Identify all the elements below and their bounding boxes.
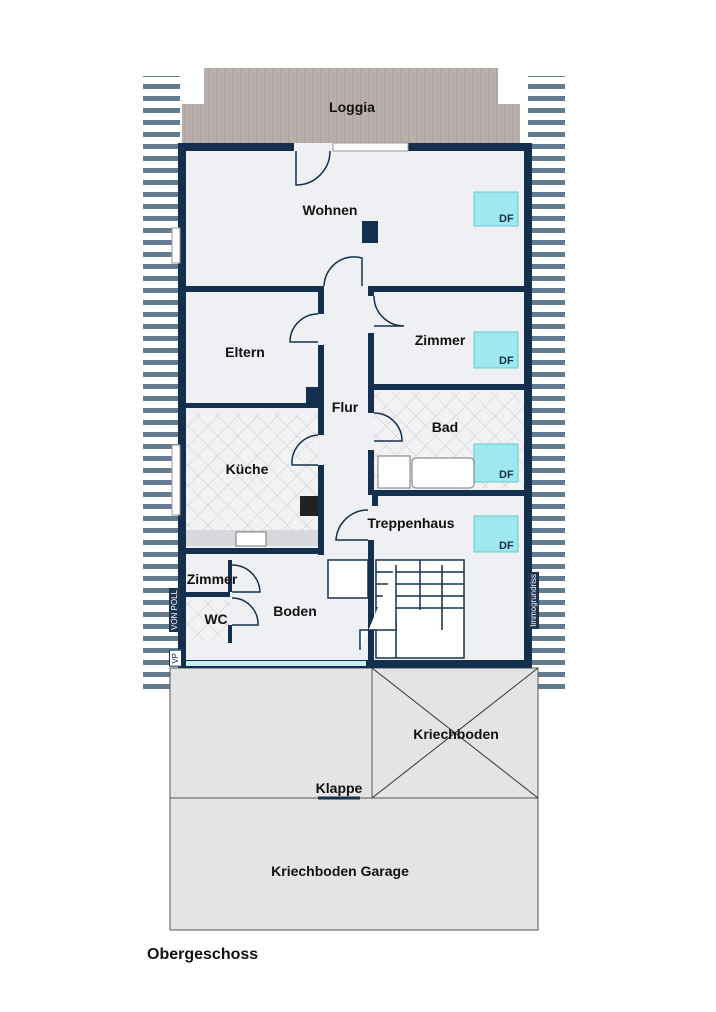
label-klappe: Klappe [315,780,363,796]
room-label-zimmer: Zimmer [414,332,466,348]
shower [377,455,411,489]
skylight-label: DF [499,540,514,552]
room-label-boden: Boden [273,603,317,619]
stove [300,496,318,516]
skylights [473,191,519,553]
room-label-flur: Flur [331,399,359,415]
kriechboden-cross [371,667,539,799]
room-label-loggia: Loggia [329,99,375,115]
room-label-kriechboden: Kriechboden [413,726,499,742]
staircase [327,559,465,659]
sink [235,531,267,547]
window [171,444,181,516]
skylight-label: DF [499,355,514,367]
floor-title: Obergeschoss [147,946,259,963]
room-label-zimmer-small: Zimmer [186,571,238,587]
room-label-wc: WC [204,611,228,627]
branding-immogrundriss: Immogrundriss [528,572,539,629]
skylight-label: DF [499,469,514,481]
branding-vp-logo: VP [169,650,182,667]
skylight-label: DF [499,213,514,225]
loggia-floor [204,68,498,146]
room-label-kueche: Küche [225,461,269,477]
window [186,661,366,666]
garage-attic-area [169,797,539,931]
room-label-treppenhaus: Treppenhaus [367,515,455,531]
branding-von-poll: VON POLL [169,588,180,633]
wc-tiles [184,600,230,640]
bathtub [411,457,475,489]
room-label-bad: Bad [431,419,459,435]
window [332,142,409,152]
window [171,227,181,264]
doors [231,150,405,626]
room-label-wohnen: Wohnen [302,202,358,218]
room-label-eltern: Eltern [225,344,265,360]
room-label-kriechboden-garage: Kriechboden Garage [271,863,409,879]
kueche-tiles [184,414,318,530]
